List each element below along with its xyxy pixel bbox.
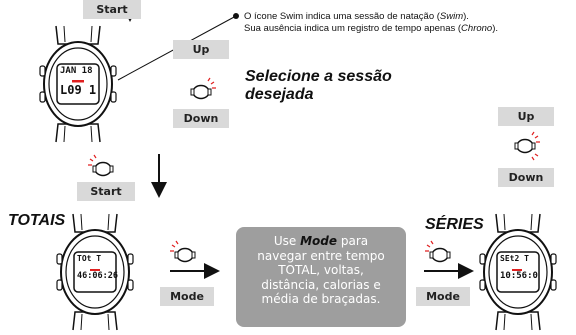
watch-right-line2: 10:56:0 [500, 271, 538, 281]
series-label: SÉRIES [425, 216, 484, 233]
mode-button-right[interactable]: Mode [416, 287, 470, 306]
down-button-left[interactable]: Down [173, 109, 229, 128]
watch-left-display: TOt T 46:06:26 [77, 254, 118, 282]
totais-label: TOTAIS [8, 212, 66, 229]
watch-right-line1: SEt2 T [500, 254, 529, 263]
start-button-mid[interactable]: Start [77, 182, 135, 201]
watch-left-line1: TOt T [77, 254, 102, 263]
press-icon-up-left [190, 77, 216, 100]
note-line2: Sua ausência indica um registro de tempo… [244, 23, 499, 34]
select-session-label: Selecione a sessão desejada [245, 68, 392, 103]
press-icon-start-mid [88, 154, 114, 177]
watch-left-line2: 46:06:26 [77, 271, 118, 281]
mode-button-left[interactable]: Mode [160, 287, 214, 306]
press-icon-up-right [514, 131, 540, 161]
mode-callout: Use Mode para navegar entre tempo TOTAL,… [236, 227, 406, 327]
watch-top-line1: JAN 18 [60, 66, 93, 76]
press-icon-mode-right [425, 240, 451, 263]
down-button-right[interactable]: Down [498, 168, 554, 187]
start-button-top[interactable]: Start [83, 0, 141, 19]
press-icon-mode-left [170, 240, 196, 263]
watch-top-display: JAN 18 L09 1 [60, 66, 98, 98]
swim-icon-note: O ícone Swim indica uma sessão de nataçã… [244, 11, 498, 35]
watch-top-line2: L09 1 [60, 83, 97, 97]
up-button-right[interactable]: Up [498, 107, 554, 126]
up-button-left[interactable]: Up [173, 40, 229, 59]
watch-right-display: SEt2 T 10:56:0 [500, 254, 538, 282]
note-line1: O ícone Swim indica uma sessão de nataçã… [244, 11, 469, 22]
